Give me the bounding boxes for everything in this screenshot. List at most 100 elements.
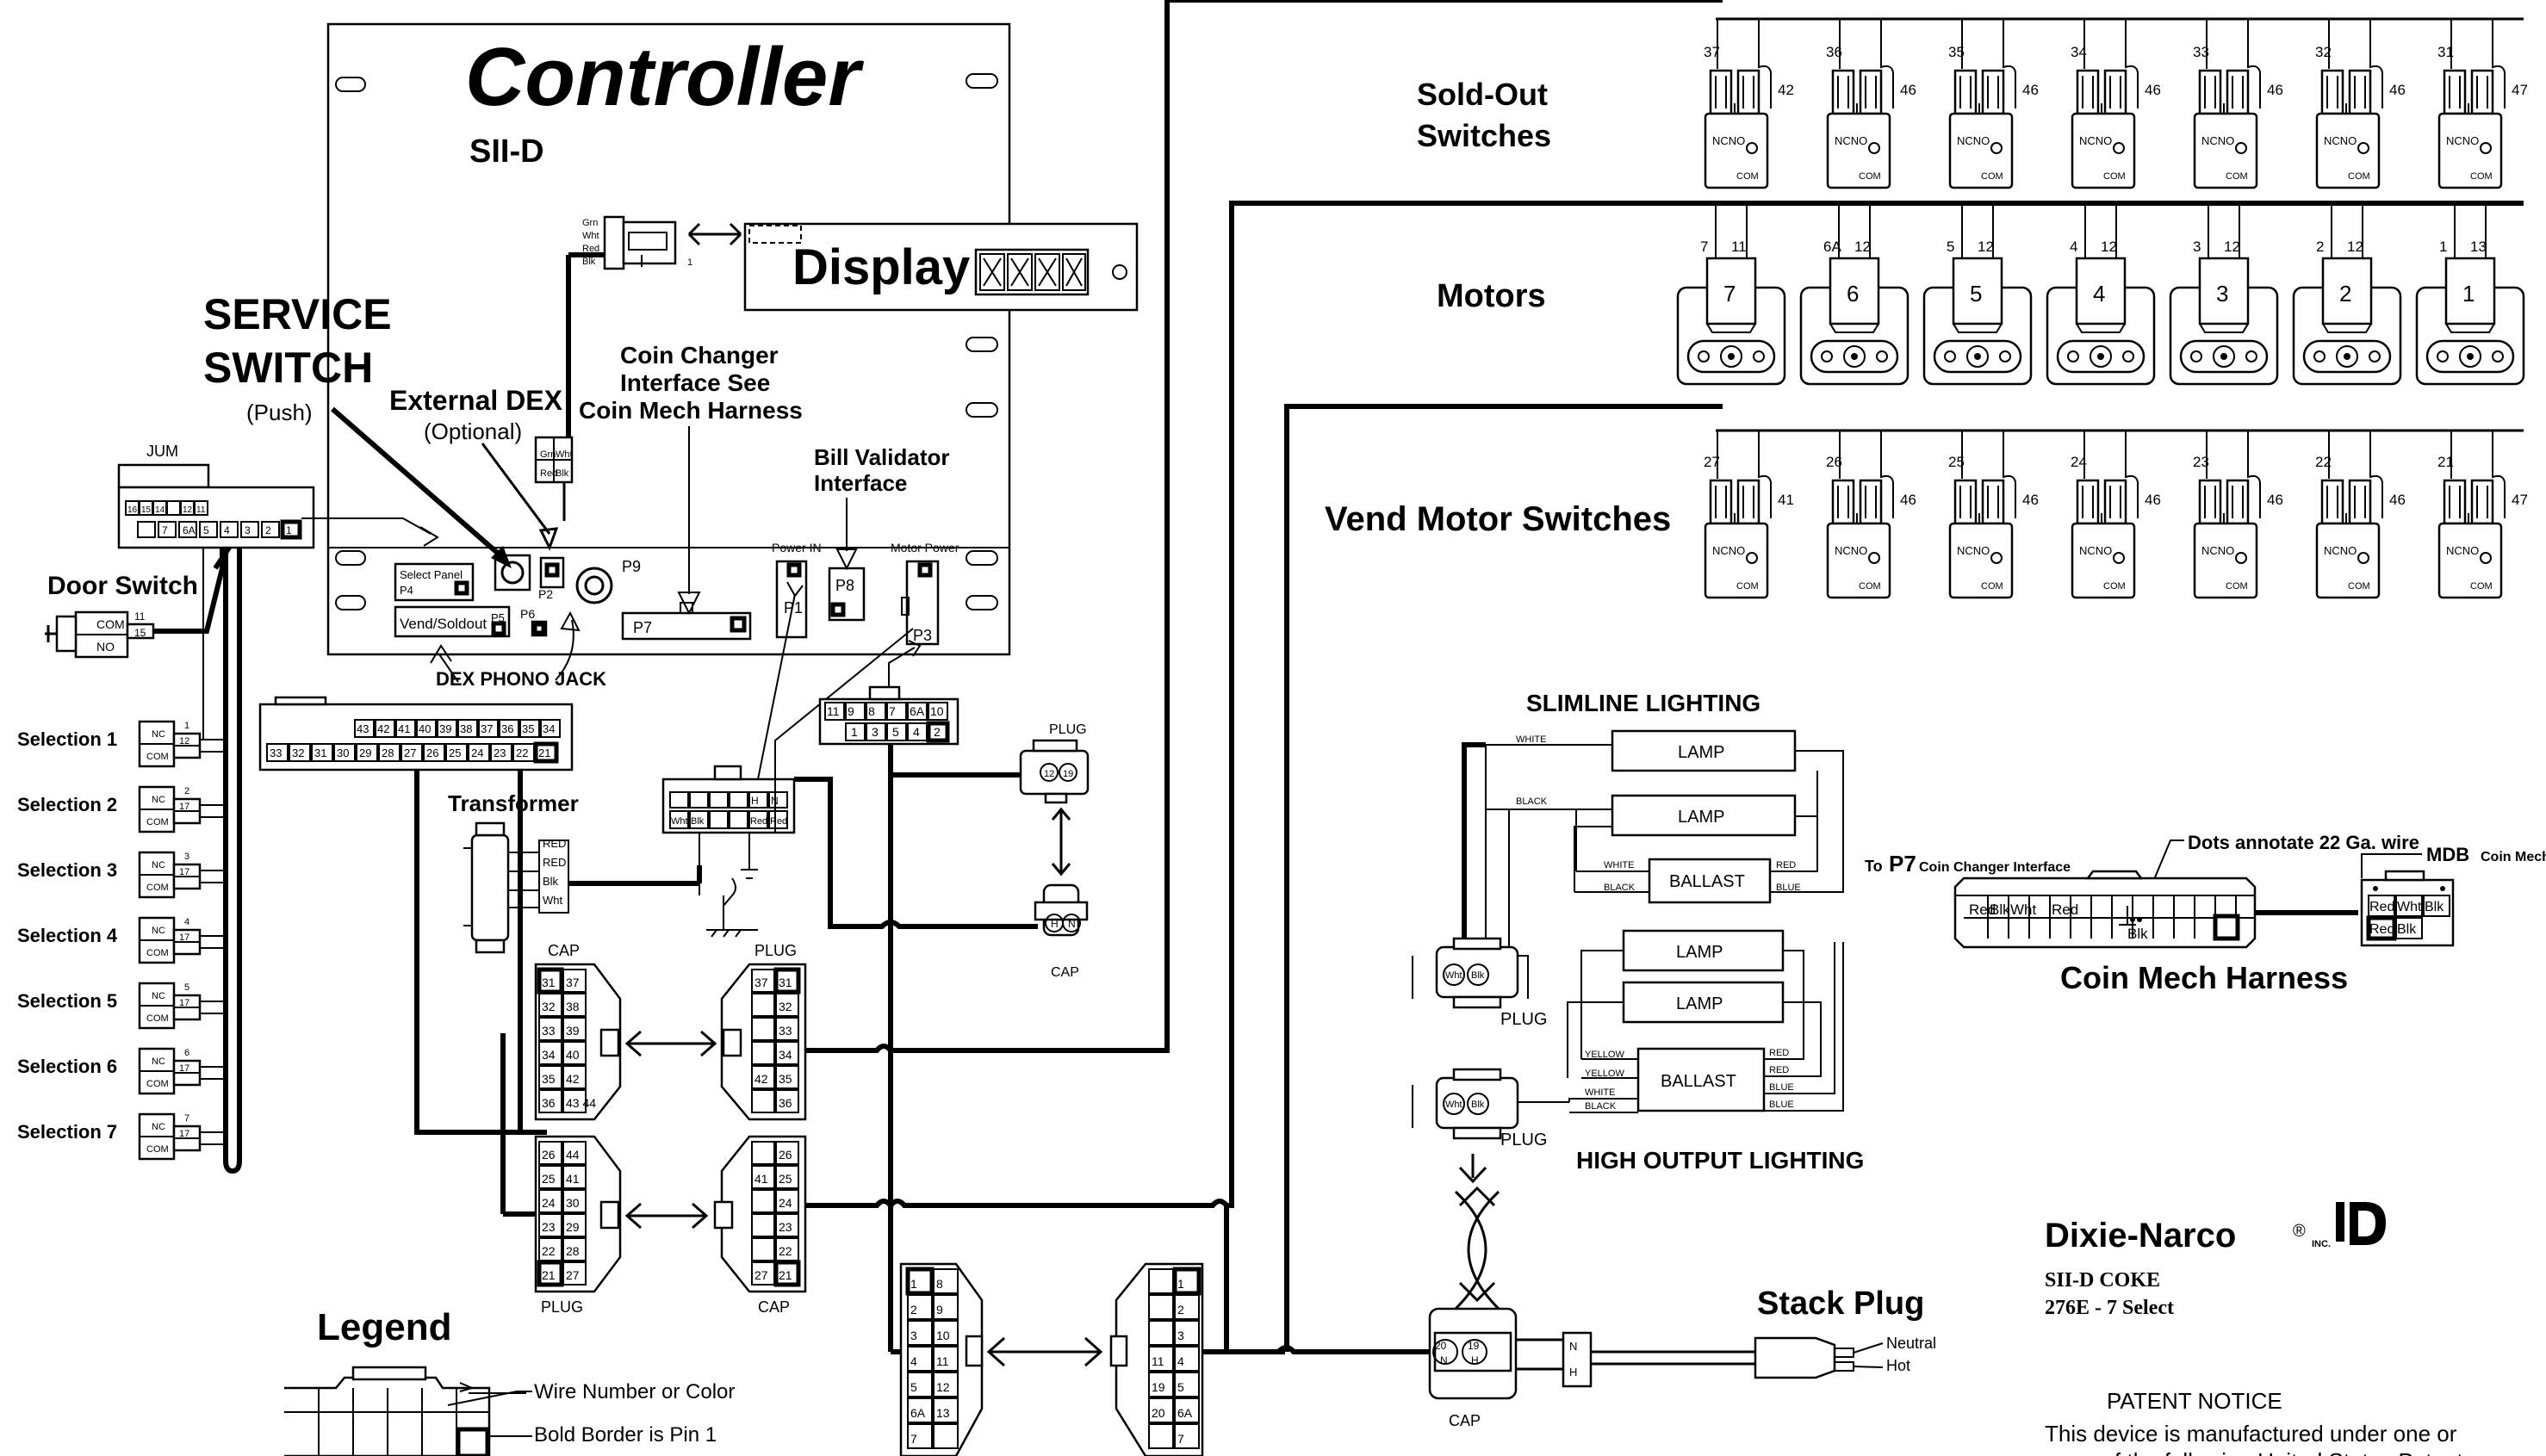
brand-inc: INC. [2312,1239,2331,1249]
power-block-pin [709,791,729,809]
connector-34-pin-label: 30 [337,747,349,759]
switch-ncno: NCNO [2079,134,2112,147]
connector-pin-label: 24 [542,1196,556,1210]
power-block-pin [748,810,768,829]
motor-number: 2 [2339,281,2351,307]
connector-pin [751,1065,775,1089]
high-output-lighting: LAMP LAMP BALLAST YELLOW YELLOW WHITE BL… [1567,929,1864,1174]
selection-com: COM [146,1144,169,1155]
connector-pin [562,1089,587,1113]
switch-com: COM [2470,581,2493,592]
connector-pin-label: 1 [910,1277,917,1291]
switch-pin-a: 27 [1704,454,1720,470]
connector-34-pin-label: 27 [404,747,416,759]
slimline-lighting: SLIMLINE LIGHTING LAMP LAMP BALLAST WHIT… [1462,690,1844,947]
motor-pin-b: 12 [2224,239,2240,255]
sold-out-switches: Sold-Out Switches 3742NCNOCOM3646NCNOCOM… [1417,17,2528,189]
connector-34-pin-label: 42 [377,722,389,735]
connector-34-pin [457,719,478,738]
coin-changer-line2: Interface See [620,369,770,396]
jum-pin-label: 6A [183,524,196,536]
mdb-wire: Red [2369,922,2394,937]
jum-pin-label: 12 [183,505,193,515]
selection-com: COM [146,948,169,958]
small-plug-pin-12: 12 [1044,769,1054,779]
grn-label: Grn [582,218,598,228]
switch-ncno: NCNO [1957,544,1990,557]
ho-lamp-2: LAMP [1676,994,1723,1013]
transformer-wire-3: Blk [543,875,559,888]
connector-34-pin-label: 34 [543,722,555,735]
brand-config: 276E - 7 Select [2045,1297,2174,1319]
blk-label: Blk [582,257,596,267]
power-block-wire: Blk [691,816,705,827]
connector-pin [1174,1372,1200,1397]
transformer-label: Transformer [448,790,579,816]
patent-line1: This device is manufactured under one or [2045,1421,2457,1447]
switch-pin-a: 25 [1948,454,1965,470]
power-block-pin [709,810,729,829]
jum-pin [280,519,302,540]
connector-pin-label: 42 [754,1072,768,1086]
connector-34-pin [354,719,375,738]
mdb-pin [2423,895,2450,917]
connector-pin-label: 11 [1152,1354,1164,1368]
small-cap-h: H [1051,918,1059,930]
switch-ncno: NCNO [1712,134,1745,147]
coin-mech-wire: Red [2052,901,2078,918]
switch-pin-a: 26 [1826,454,1842,470]
connector-pin [773,1260,801,1287]
selection-nc: NC [152,729,165,740]
switch-ncno: NCNO [2079,544,2112,557]
connector-pin-label: 6A [910,1406,926,1420]
door-pin-no: 15 [134,627,146,639]
connector-pin [1148,1423,1174,1449]
connector-pin-label: 31 [779,976,792,989]
dex-grn: Grn [540,449,556,460]
selection-label: Selection 7 [17,1121,117,1143]
ho-lamp-1: LAMP [1676,943,1723,962]
connector-pin-label: 33 [779,1024,792,1038]
mdb-pin [2368,895,2395,917]
stack-plug: Stack Plug N H Neutral Hot [1562,1286,1936,1388]
external-dex-sub: (Optional) [424,418,522,444]
connector-pin [933,1294,959,1320]
connector-pin-label: 2 [910,1303,917,1317]
connector-pin-label: 21 [542,1268,556,1282]
coin-interface: Coin Changer Interface [1919,860,2071,875]
motor-power-pin-label: 8 [868,704,875,718]
switch-ncno: NCNO [1835,544,1867,557]
coin-mech-wire: Blk [1990,901,2010,918]
connector-pin-label: 12 [936,1380,950,1394]
brand-block: Dixie-Narco ® INC. SII-D COKE 276E - 7 S… [2045,1202,2386,1319]
connector-34-pin-label: 31 [314,747,326,759]
connector-pin [775,1141,799,1165]
connector-34-pin [266,743,289,762]
p1-label: P1 [784,599,803,616]
connector-34-pin [519,719,540,738]
coin-changer-callout: Coin Changer Interface See Coin Mech Har… [579,342,803,616]
motor-pin-b: 11 [1731,239,1747,255]
power-block-pin [669,810,689,829]
stack-cap: 20 N 19 H CAP [1413,1307,1568,1429]
coin-mech-wire: Wht [2010,901,2037,918]
connector-pin-label: 37 [566,976,580,989]
switch-pin-b: 46 [1900,492,1916,508]
motor-power-pin [845,702,866,721]
motor-pin-b: 12 [2347,239,2363,255]
connector-pin [1148,1268,1174,1294]
slimline-black: BLACK [1516,796,1548,807]
switch-pin-a: 35 [1948,44,1965,60]
connector-pin [562,1141,587,1165]
